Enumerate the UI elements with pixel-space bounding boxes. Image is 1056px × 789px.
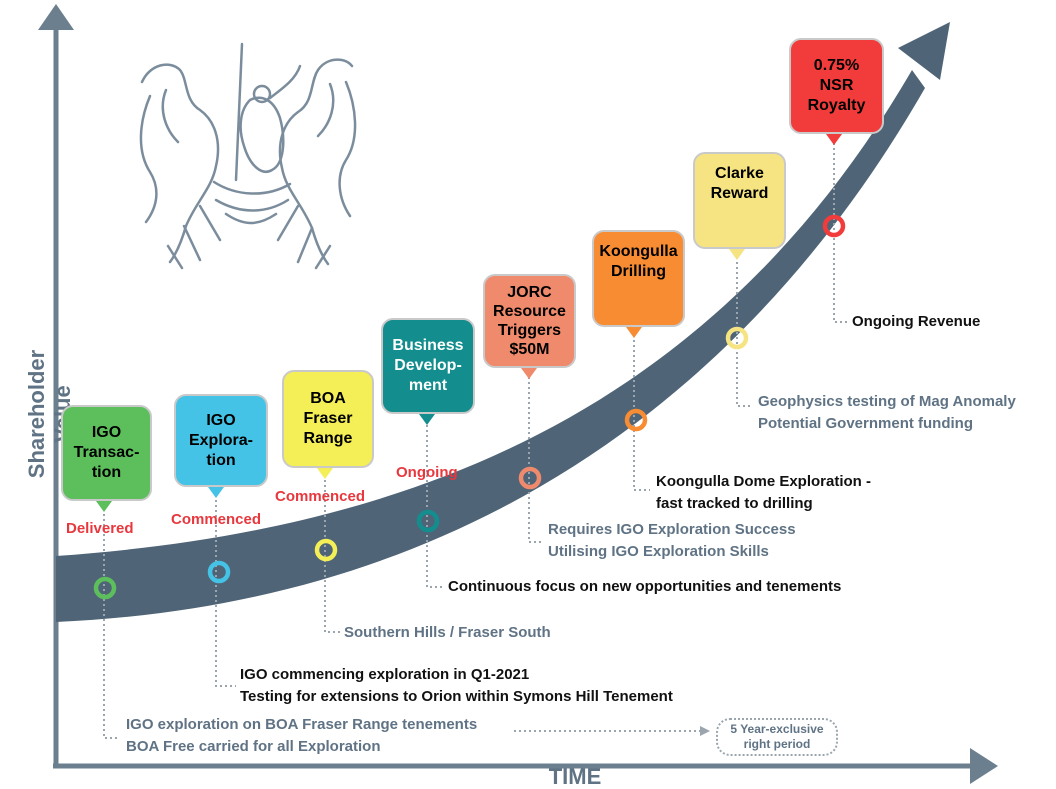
milestone-rings [93,214,846,600]
milestone-title-line: $50M [509,341,550,358]
growth-arrow-head [898,22,950,80]
note-line: IGO exploration on BOA Fraser Range tene… [126,716,478,733]
milestone-title-line: Drilling [610,263,667,280]
note-line: Geophysics testing of Mag Anomaly [758,393,1016,410]
milestone-title-line: Explora- [188,431,253,449]
status-commenced-fraser: Commenced [275,488,366,505]
milestone-box-igo-exploration: IGO Explora- tion [174,394,268,487]
milestone-title-line: 0.75% [813,57,860,74]
note-boa-fraser-range: Southern Hills / Fraser South [344,622,551,644]
milestone-title-line: Resource [493,303,566,320]
note-jorc-resource: Requires IGO Exploration Success Utilisi… [548,519,796,563]
ring-igo-transaction [93,576,117,600]
milestone-box-nsr-royalty: 0.75% NSR Royalty [789,38,884,134]
ring-boa-fraser-range [314,538,338,562]
note-line: Southern Hills / Fraser South [344,624,551,641]
note-line: IGO commencing exploration in Q1-2021 [240,666,530,683]
pill-line: 5 Year-exclusive [730,722,824,736]
x-axis-label: TIME [548,764,602,789]
ring-clarke-reward [725,326,749,350]
note-line: fast tracked to drilling [656,495,813,512]
note-clarke-reward: Geophysics testing of Mag Anomaly Potent… [758,391,1016,435]
milestone-box-business-development: Business Develop- ment [381,318,475,414]
note-igo-transaction: IGO exploration on BOA Fraser Range tene… [126,714,477,758]
ring-jorc-resource [518,466,542,490]
box-tails [96,134,842,512]
milestone-title-line: Develop- [394,357,462,374]
milestone-title-line: Business [392,337,464,354]
milestone-title-line: IGO [91,424,122,441]
period-arrowhead [700,726,710,736]
milestone-title-line: Transac- [73,444,140,461]
milestone-title-line: Triggers [497,322,562,339]
milestone-title-line: IGO [206,411,236,429]
milestone-box-koongulla-drilling: Koongulla Drilling [592,230,685,327]
note-line: Ongoing Revenue [852,313,981,330]
milestone-title-line: Reward [710,185,769,202]
milestone-box-jorc-resource: JORC Resource Triggers $50M [483,274,576,368]
ring-koongulla-drilling [624,408,648,432]
milestone-title-line: Clarke [715,165,764,182]
note-business-development: Continuous focus on new opportunities an… [448,576,841,598]
milestone-title-line: NSR [819,77,854,94]
milestone-box-boa-fraser-range: BOA Fraser Range [282,370,374,468]
milestone-title-line: tion [206,451,236,469]
milestone-title-line: Koongulla [599,243,678,260]
note-line: Koongulla Dome Exploration - [656,473,872,490]
quadriga-logo [139,42,357,270]
milestone-title-line: ment [408,377,448,394]
status-delivered: Delivered [66,520,134,537]
note-igo-exploration: IGO commencing exploration in Q1-2021 Te… [240,664,673,708]
milestone-title-line: BOA [310,390,346,407]
status-ongoing: Ongoing [396,464,458,481]
leader-lines [103,138,848,739]
growth-arrow-band [56,70,925,622]
milestone-box-clarke-reward: Clarke Reward [693,152,786,249]
x-axis-arrowhead [970,748,998,784]
ring-nsr-royalty [822,214,846,238]
note-line: Requires IGO Exploration Success [548,521,796,538]
milestone-title-line: Royalty [807,97,866,114]
note-line: Potential Government funding [758,415,974,432]
note-line: Utilising IGO Exploration Skills [548,543,769,560]
note-koongulla: Koongulla Dome Exploration - fast tracke… [656,471,871,515]
exclusive-period-pill: 5 Year-exclusive right period [716,718,838,756]
milestone-title-line: tion [91,464,122,481]
milestone-box-igo-transaction: IGO Transac- tion [61,405,152,501]
status-commenced-exploration: Commenced [171,511,262,528]
note-line: Continuous focus on new opportunities an… [448,578,842,595]
note-line: BOA Free carried for all Exploration [126,738,381,755]
pill-line: right period [743,737,811,751]
note-line: Testing for extensions to Orion within S… [240,688,673,705]
y-axis-arrowhead [38,4,74,30]
ring-igo-exploration [207,560,231,584]
milestone-title-line: Fraser [303,410,353,427]
ring-business-development [416,509,440,533]
note-nsr-royalty: Ongoing Revenue [852,311,980,333]
milestone-title-line: Range [303,430,353,447]
milestone-title-line: JORC [507,284,552,301]
